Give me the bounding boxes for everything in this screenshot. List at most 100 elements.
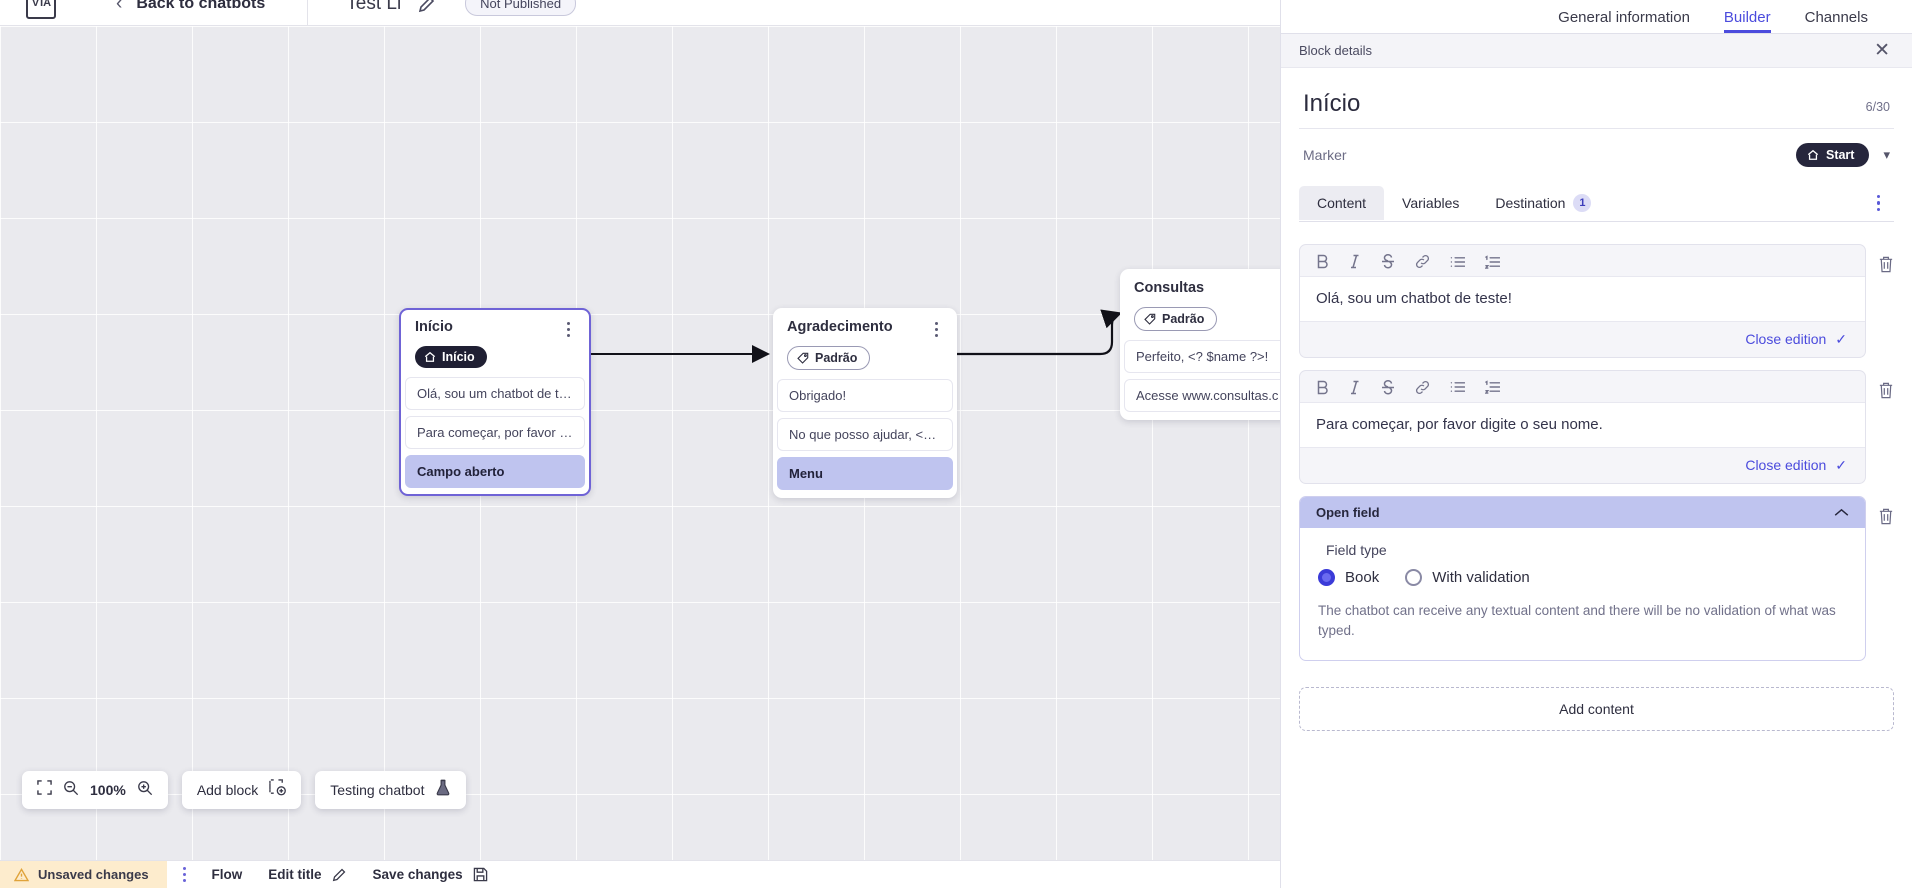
flow-button[interactable]: Flow: [212, 867, 243, 882]
divider: [307, 0, 309, 26]
node-row[interactable]: Perfeito, <? $name ?>!: [1124, 340, 1306, 373]
tab-destination-label: Destination: [1495, 195, 1566, 211]
editor-toolbar: [1300, 371, 1865, 402]
delete-content-icon[interactable]: [1878, 370, 1894, 404]
delete-open-field-icon[interactable]: [1878, 496, 1894, 530]
flow-label: Flow: [211, 867, 243, 882]
rich-text-editor[interactable]: Para começar, por favor digite o seu nom…: [1299, 369, 1866, 484]
chevron-up-icon[interactable]: [1834, 505, 1849, 520]
chatbot-title: Test Li: [346, 0, 402, 14]
tab-variables[interactable]: Variables: [1384, 186, 1477, 220]
strikethrough-icon[interactable]: [1381, 379, 1395, 395]
flow-node-inicio[interactable]: Início Início Olá, sou um chatbot de tes…: [399, 308, 591, 496]
close-edition-button[interactable]: Close edition: [1745, 457, 1827, 473]
add-content-button[interactable]: Add content: [1299, 686, 1894, 731]
node-row-selected[interactable]: Menu: [777, 457, 953, 490]
fit-screen-icon[interactable]: [37, 780, 52, 800]
link-icon[interactable]: [1415, 254, 1430, 269]
check-icon[interactable]: ✓: [1835, 330, 1847, 347]
radio-option-with-validation[interactable]: With validation: [1405, 568, 1530, 586]
radio-option-book[interactable]: Book: [1318, 568, 1379, 586]
back-chevron-icon[interactable]: ‹: [116, 0, 123, 14]
testing-chatbot-label: Testing chatbot: [330, 782, 425, 798]
tab-builder[interactable]: Builder: [1724, 9, 1771, 33]
chevron-down-icon[interactable]: ▾: [1883, 147, 1890, 162]
marker-label: Marker: [1303, 147, 1347, 163]
bold-icon[interactable]: [1316, 254, 1329, 269]
node-row[interactable]: Acesse www.consultas.com par...: [1124, 379, 1306, 412]
editor-text[interactable]: Olá, sou um chatbot de teste!: [1300, 276, 1865, 322]
marker-start-pill[interactable]: Start: [1795, 143, 1870, 167]
edit-title-button[interactable]: Edit title: [268, 867, 346, 882]
close-edition-button[interactable]: Close edition: [1745, 331, 1827, 348]
zoom-in-icon[interactable]: [137, 780, 153, 801]
tab-channels[interactable]: Channels: [1804, 9, 1868, 26]
node-row[interactable]: Obrigado!: [777, 379, 953, 412]
node-row[interactable]: Olá, sou um chatbot de teste!: [405, 377, 585, 410]
content-item: Olá, sou um chatbot de teste! Close edit…: [1299, 244, 1894, 358]
canvas-toolbar: 100% Add block Testing c: [22, 771, 467, 809]
tab-content[interactable]: Content: [1299, 186, 1385, 220]
flask-icon: [435, 779, 451, 801]
tab-destination[interactable]: Destination 1: [1477, 185, 1609, 221]
bullet-list-icon[interactable]: [1450, 380, 1465, 394]
link-icon[interactable]: [1415, 380, 1430, 395]
node-row-list: Obrigado! No que posso ajudar, <? $name …: [773, 379, 957, 490]
radio-dot-selected: [1318, 568, 1335, 586]
home-icon: [424, 351, 436, 362]
block-details-header: Block details ✕: [1281, 34, 1912, 68]
edit-pencil-icon[interactable]: [417, 0, 437, 14]
node-menu-icon[interactable]: [929, 319, 943, 337]
content-tab-bar: Content Variables Destination 1: [1299, 185, 1894, 222]
status-menu-icon[interactable]: [182, 867, 186, 882]
publish-status-badge: Not Published: [465, 0, 577, 16]
panel-body: Início 6/30 Marker Start ▾ Content V: [1281, 68, 1912, 888]
tab-general-information[interactable]: General information: [1558, 9, 1690, 26]
rich-text-editor[interactable]: Olá, sou um chatbot de teste! Close edit…: [1299, 244, 1866, 358]
content-more-menu-icon[interactable]: [1876, 194, 1880, 212]
node-row-selected[interactable]: Campo aberto: [405, 455, 585, 488]
check-icon[interactable]: ✓: [1835, 456, 1847, 473]
marker-value: Start: [1825, 148, 1855, 162]
save-disk-icon: [473, 867, 488, 882]
back-to-chatbots-link[interactable]: Back to chatbots: [136, 0, 266, 12]
unsaved-changes-label: Unsaved changes: [38, 867, 149, 882]
add-block-button[interactable]: Add block: [181, 771, 302, 809]
numbered-list-icon[interactable]: [1485, 380, 1500, 395]
strikethrough-icon[interactable]: [1381, 254, 1395, 269]
close-icon[interactable]: ✕: [1874, 40, 1890, 61]
node-row[interactable]: No que posso ajudar, <? $name ...: [777, 418, 953, 451]
editor-text[interactable]: Para começar, por favor digite o seu nom…: [1300, 401, 1865, 448]
add-block-label: Add block: [196, 782, 259, 798]
bold-icon[interactable]: [1316, 380, 1329, 395]
node-tag-label: Padrão: [815, 351, 858, 365]
node-row[interactable]: Para começar, por favor digite o ...: [405, 416, 585, 449]
zoom-level-label: 100%: [90, 782, 126, 798]
italic-icon[interactable]: [1349, 380, 1361, 395]
italic-icon[interactable]: [1349, 254, 1361, 269]
editor-footer: Close edition ✓: [1300, 448, 1865, 483]
numbered-list-icon[interactable]: [1485, 254, 1500, 269]
content-item: Para começar, por favor digite o seu nom…: [1299, 369, 1894, 484]
tag-icon: [1144, 313, 1156, 325]
open-field-card: Open field Field type Book: [1299, 495, 1866, 661]
tab-content-label: Content: [1317, 195, 1367, 211]
zoom-out-icon[interactable]: [63, 780, 79, 801]
flow-node-consultas[interactable]: Consultas Padrão Perfeito, <? $name ?>! …: [1120, 269, 1310, 420]
block-title[interactable]: Início: [1303, 90, 1361, 117]
node-tag-label: Início: [442, 350, 475, 364]
flow-node-agradecimento[interactable]: Agradecimento Padrão Obrigado! No que po…: [773, 308, 957, 498]
open-field-header[interactable]: Open field: [1300, 496, 1865, 528]
testing-chatbot-button[interactable]: Testing chatbot: [315, 771, 467, 809]
home-icon: [1807, 149, 1819, 160]
bullet-list-icon[interactable]: [1450, 255, 1465, 269]
marker-row: Marker Start ▾: [1299, 129, 1894, 167]
node-header: Início: [401, 319, 589, 337]
node-tag-padrao: Padrão: [1134, 307, 1218, 331]
delete-content-icon[interactable]: [1878, 244, 1894, 278]
tab-variables-label: Variables: [1402, 195, 1460, 211]
node-menu-icon[interactable]: [561, 319, 575, 337]
save-changes-button[interactable]: Save changes: [373, 867, 488, 882]
app-logo-icon[interactable]: VTA: [26, 0, 56, 19]
content-item-open-field: Open field Field type Book: [1299, 495, 1894, 661]
